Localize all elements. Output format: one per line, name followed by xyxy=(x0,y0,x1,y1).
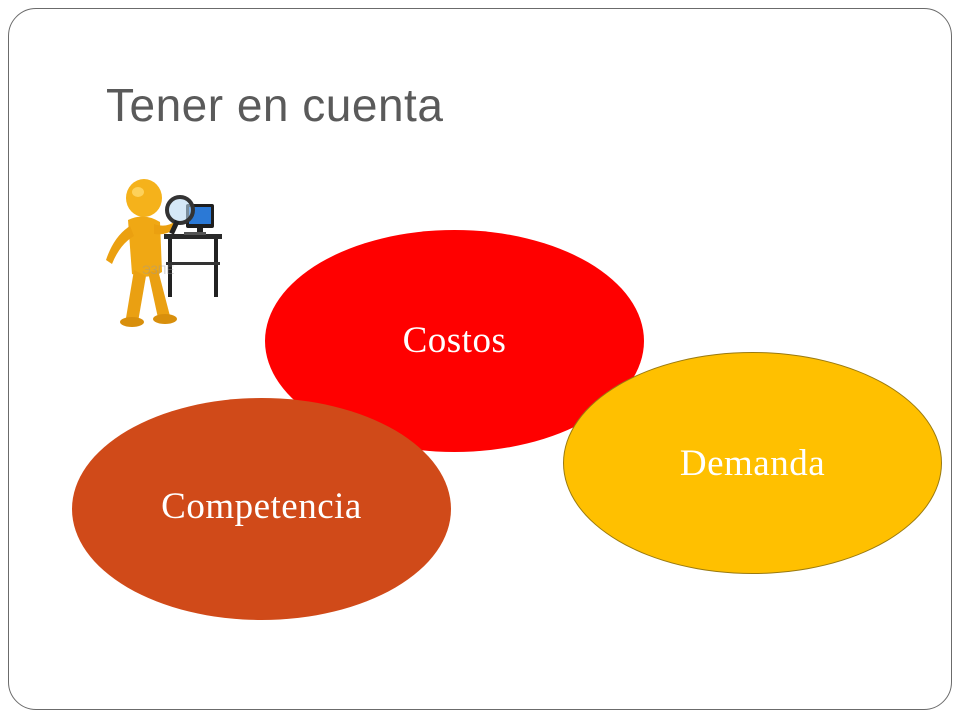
demanda-ellipse: Demanda xyxy=(563,352,942,574)
competencia-ellipse: Competencia xyxy=(72,398,451,620)
slide-title: Tener en cuenta xyxy=(106,79,444,131)
costos-label: Costos xyxy=(402,319,507,361)
svg-text:ЭЗПЕ: ЭЗПЕ xyxy=(142,263,174,277)
demanda-label: Demanda xyxy=(679,442,826,484)
competencia-label: Competencia xyxy=(161,485,362,527)
person-with-magnifying-glass-at-computer-icon: ЭЗПЕ xyxy=(106,179,222,327)
